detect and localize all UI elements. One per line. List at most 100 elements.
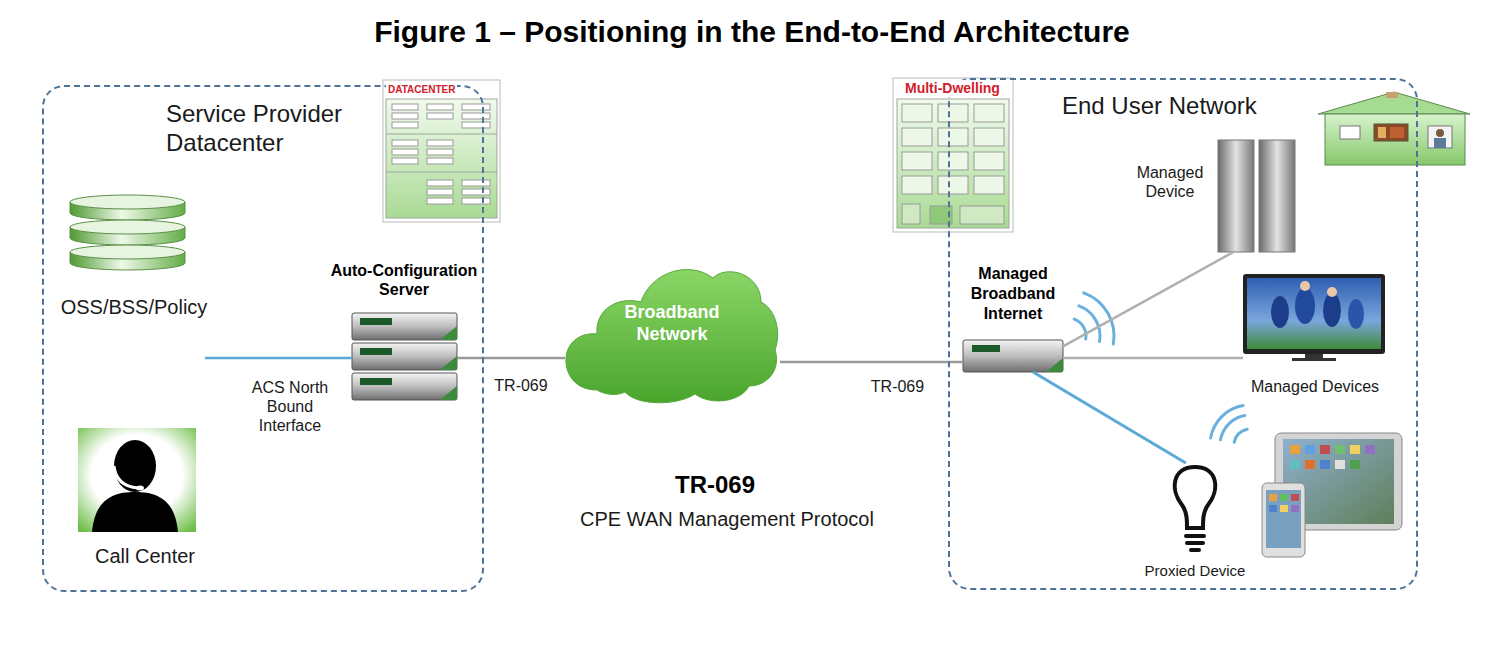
tv-icon <box>1323 293 1341 327</box>
tv-icon <box>1271 296 1289 328</box>
wifi-symbol <box>1084 293 1114 344</box>
region-heading: End User Network <box>1062 92 1332 121</box>
multi-dwelling-picture <box>938 176 968 194</box>
call-center-icon <box>78 428 196 532</box>
datacenter-picture <box>427 158 453 164</box>
bulb-icon <box>1175 467 1215 528</box>
multi-dwelling-picture <box>893 78 1013 232</box>
datacenter-picture <box>386 134 497 135</box>
cloud-shape <box>566 270 778 403</box>
datacenter-picture <box>392 158 418 164</box>
managed-device-icon <box>1218 140 1254 252</box>
datacenter-picture <box>386 99 497 218</box>
region-box: Service Provider DatacenterOSS/BSS/Polic… <box>42 85 484 592</box>
device-node: Proxied Device <box>1172 463 1218 557</box>
device-node: Managed Device <box>1218 140 1295 252</box>
datacenter-picture <box>462 180 490 186</box>
node-label: Call Center <box>65 544 225 568</box>
gateway-icon <box>963 340 1063 372</box>
device-node: Managed Devices <box>1243 274 1385 362</box>
tablet-icon <box>1290 460 1300 469</box>
node-label: Proxied Device <box>1130 562 1260 580</box>
datacenter-picture <box>462 113 490 119</box>
server-icon <box>352 313 457 400</box>
connector-line <box>1063 357 1243 360</box>
multi-dwelling-picture <box>938 128 968 146</box>
server-icon <box>360 378 392 385</box>
tablet-icon <box>1365 445 1375 454</box>
call-center-node: Call Center <box>78 428 196 532</box>
connector-line <box>1063 252 1233 346</box>
database-icon <box>70 245 185 259</box>
node-label: OSS/BSS/Policy <box>44 295 224 319</box>
call-center-icon <box>92 492 178 532</box>
tablet-icon <box>1291 494 1299 501</box>
multi-dwelling-picture <box>902 176 932 194</box>
northbound-line <box>205 358 352 359</box>
house-picture <box>1378 127 1386 138</box>
picture-label: Multi-Dwelling <box>903 80 1002 97</box>
connector-line <box>457 357 565 360</box>
tablet-icon <box>1280 505 1288 512</box>
tablet-icon <box>1350 445 1360 454</box>
house-picture <box>1374 124 1408 141</box>
wifi-symbol <box>1221 416 1245 440</box>
tablet-icon <box>1335 445 1345 454</box>
house-picture <box>1340 126 1360 139</box>
figure-title: Figure 1 – Positioning in the End-to-End… <box>0 14 1504 50</box>
tablet-icon <box>1280 494 1288 501</box>
datacenter-picture <box>392 149 418 155</box>
multi-dwelling-picture <box>938 104 968 122</box>
tv-icon <box>1243 274 1385 354</box>
multi-dwelling-picture <box>902 152 932 170</box>
tv-icon <box>1327 287 1337 297</box>
call-center-icon <box>136 486 144 491</box>
database-icon <box>70 220 185 234</box>
server-icon <box>352 343 457 370</box>
node-label: Managed Devices <box>1235 377 1395 396</box>
gateway-icon <box>972 345 1000 352</box>
managed-device-icon <box>1218 140 1295 252</box>
server-icon <box>360 348 392 355</box>
gateway-icon <box>963 340 1063 372</box>
gateway-icon <box>1046 358 1063 372</box>
tv-icon <box>1247 278 1381 349</box>
multi-dwelling-picture <box>902 204 920 224</box>
datacenter-picture <box>427 113 453 119</box>
cloud-node: Broadband Network <box>565 250 780 405</box>
node-label: Managed Device <box>1130 163 1210 201</box>
server-icon <box>440 326 457 340</box>
tablet-icon <box>1290 445 1300 454</box>
multi-dwelling-picture <box>974 104 1004 122</box>
tablet-icon <box>1305 445 1315 454</box>
connector-line <box>1033 372 1186 463</box>
interface-label: ACS North Bound Interface <box>244 378 336 436</box>
protocol-description: CPE WAN Management Protocol <box>547 507 907 531</box>
server-icon <box>352 373 457 400</box>
tv-icon <box>1292 358 1336 361</box>
edge-label: TR-069 <box>871 377 924 396</box>
server-icon <box>440 386 457 400</box>
tv-icon <box>1300 281 1310 291</box>
multi-dwelling-picture <box>960 206 1004 224</box>
datacenter-picture <box>392 113 418 119</box>
node-label: Auto-Configuration Server <box>322 261 487 299</box>
tablet-icon <box>1266 490 1301 548</box>
tablet-icon <box>1291 505 1299 512</box>
datacenter-picture <box>427 189 453 195</box>
tablet-icon <box>1269 494 1277 501</box>
multi-dwelling-picture <box>938 152 968 170</box>
server-icon <box>440 356 457 370</box>
datacenter-picture <box>427 140 453 146</box>
wifi-symbol <box>1074 293 1247 442</box>
multi-dwelling-picture <box>902 128 932 146</box>
northbound-line <box>205 357 352 360</box>
house-picture <box>1390 127 1404 138</box>
datacenter-picture <box>462 189 490 195</box>
bulb-icon <box>1191 548 1199 552</box>
database-icon <box>70 195 185 209</box>
datacenter-picture <box>462 104 490 110</box>
database-node: OSS/BSS/Policy <box>66 190 190 270</box>
wifi-symbol <box>1211 406 1244 438</box>
